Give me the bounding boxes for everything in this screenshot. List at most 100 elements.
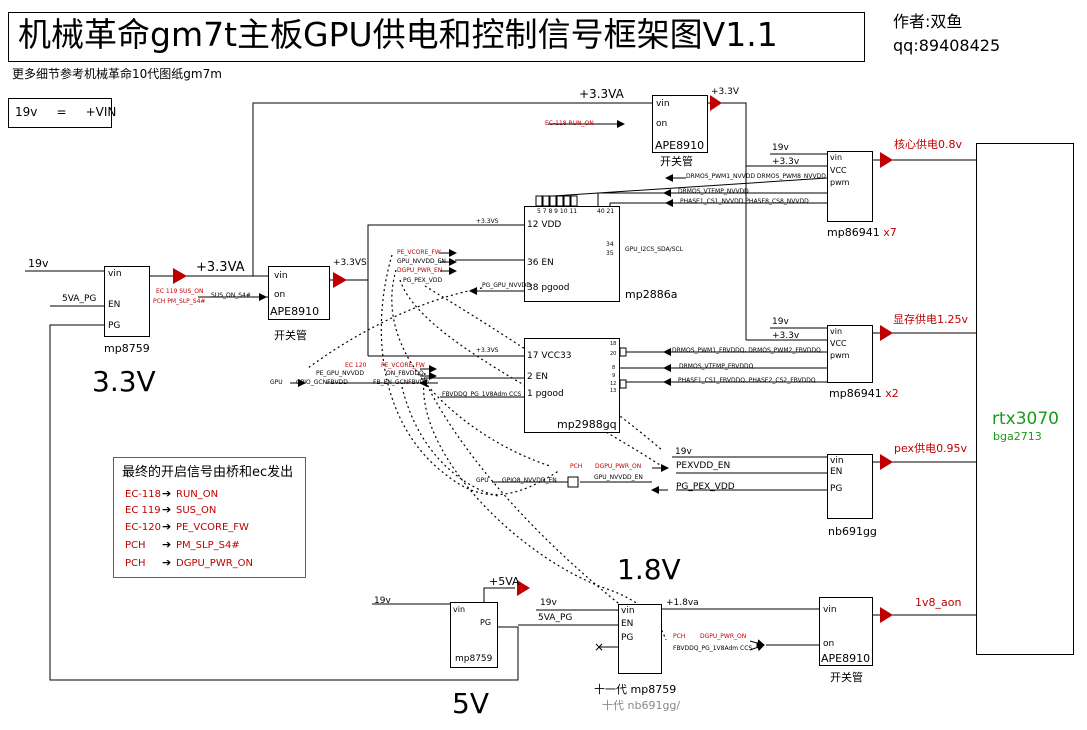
label-5va-pg: 5VA_PG: [538, 613, 573, 623]
chip-name: mp2886a: [625, 288, 678, 301]
label-19v: 19v: [772, 317, 789, 327]
svg-text:×: ×: [594, 640, 604, 654]
label-pexvdd-en: PEXVDD_EN: [676, 461, 731, 471]
pin-vin: vin: [830, 327, 843, 336]
legend-src: PCH: [125, 558, 146, 569]
label-3v3-top: +3.3V: [711, 87, 740, 97]
label-19v-in: 19v: [28, 257, 49, 270]
pin-pwm: pwm: [830, 178, 850, 187]
chip-mp8759-5v: [450, 602, 498, 668]
chip-name: mp2988gq: [557, 418, 617, 431]
label-3v3s-mp2886: +3.3VS: [476, 218, 499, 225]
pin-pgood: 38 pgood: [527, 283, 570, 293]
pin-on: on: [823, 639, 835, 649]
chip-caption: 开关管: [274, 329, 307, 342]
label-pex-0v95: pex供电0.95v: [894, 442, 968, 455]
label-phase-nvvdd: PHASE1_CS1_NVVDD PHASE8_CS8_NVVDD: [680, 198, 809, 205]
label-gpu-nvvdd-en: GPU_NVVDD_EN: [594, 474, 643, 481]
chip-nb691gg: [827, 454, 873, 519]
label-sus-on-s4: SUS_ON_S4#: [211, 292, 251, 299]
label-pch-slp: PCH PM_SLP_S4#: [153, 298, 206, 305]
label-fbvddq-pg: FBVDDQ_PG_1V8Adm CCS: [673, 645, 753, 652]
chip-name: 十一代 mp8759: [594, 683, 677, 696]
pin-vcc: VCC: [830, 339, 847, 348]
chip-name: APE8910: [270, 305, 320, 318]
pin-num: 34: [606, 241, 614, 248]
page-title: 机械革命gm7t主板GPU供电和控制信号框架图V1.1: [18, 15, 778, 54]
pin-vin: vin: [621, 606, 635, 616]
pin-pg: PG: [830, 484, 843, 494]
label-mem-1v25: 显存供电1.25v: [893, 313, 969, 326]
arrow-icon: ➔: [162, 487, 172, 500]
label-drmos-pwm-fbvddq: DRMOS_PWM1_FBVDDQ, DRMOS_PWM2_FBVDDQ: [672, 347, 821, 354]
pin-vin: vin: [108, 269, 122, 279]
chip-mp8759-1v8: [618, 604, 662, 674]
legend-src: EC-120: [125, 522, 161, 533]
chip-alt-name: 十代 nb691gg/: [602, 699, 681, 712]
label-dgpu-pwr-en: DGPU_PWR_EN: [397, 267, 443, 274]
label-fbvddq-pg: FBVDDQ_PG_1V8Adm CCS: [442, 391, 522, 398]
label-5va: +5VA: [489, 575, 520, 588]
legend-dst: PE_VCORE_FW: [176, 522, 249, 533]
pin-pg: PG: [480, 618, 492, 627]
pin-on: on: [656, 119, 668, 129]
legend-src: PCH: [125, 540, 146, 551]
label-5va-pg: 5VA_PG: [62, 294, 97, 304]
pin-row: 5 7 8 9 10 11: [537, 208, 578, 215]
pin-pg: PG: [108, 321, 121, 331]
label-3v3a-top: +3.3VA: [579, 87, 624, 101]
label-core-0v8: 核心供电0.8v: [894, 138, 963, 151]
pin-vdd: 12 VDD: [527, 220, 562, 230]
label-19v: 19v: [540, 598, 557, 608]
arrow-icon: ➔: [162, 556, 172, 569]
gpu-name: rtx3070: [992, 409, 1059, 429]
i2c-note: GPU_I2CS_SDA/SCL: [625, 246, 684, 253]
pin-pwm: pwm: [830, 351, 850, 360]
label-pe-vcore: PE_VCORE_FW: [397, 249, 441, 256]
label-dgpu-pwr-on: DGPU_PWR_ON: [700, 633, 747, 640]
label-gpu: GPU: [270, 379, 283, 386]
rail-1v8-label: 1.8V: [617, 553, 681, 586]
label-pe-gpu-nvvdd: PE_GPU_NVVDD: [316, 370, 365, 377]
label-fb-en: FB_EN_GCNFBVDD: [373, 379, 429, 386]
label-pch: PCH: [570, 463, 583, 470]
label-1v8-aon: 1v8_aon: [915, 596, 962, 609]
legend-dst: SUS_ON: [176, 505, 217, 516]
chip-caption: 开关管: [660, 155, 693, 168]
label-phase-fbvddq: PHASE1_CS1_FBVDDQ, PHASE2_CS2_FBVDDQ: [678, 377, 816, 384]
label-on-fbvddq: ON_FBVDDQ: [386, 370, 424, 377]
legend-dst: DGPU_PWR_ON: [176, 558, 254, 569]
chip-name: APE8910: [821, 652, 871, 665]
chip-mp2886a: [524, 206, 620, 302]
label-19v: 19v: [675, 447, 692, 457]
label-gpu: GPU: [476, 477, 489, 484]
chip-name: APE8910: [655, 139, 705, 152]
pin-en: EN: [621, 619, 634, 629]
vin-note-box: [8, 98, 112, 128]
page-subtitle: 更多细节参考机械革命10代图纸gm7m: [12, 67, 222, 81]
vin-note: 19v = +VIN: [15, 105, 117, 119]
pin-row: 40 21: [597, 208, 615, 215]
pin-vcc33: 17 VCC33: [527, 351, 572, 361]
label-19v: 19v: [374, 596, 391, 606]
gpu-rtx3070: [976, 143, 1074, 655]
chip-ape8910-1v8: [819, 597, 873, 666]
pin-num: 12: [610, 381, 617, 387]
label-gpio-nvvdd-en: GPIO8_NVVDD_EN: [502, 477, 557, 484]
label-drmos-vtemp-nvvdd: DRMOS_VTEMP_NVVDD: [678, 188, 749, 195]
label-pg-pex-vdd: PG_PEX_VDD: [676, 482, 735, 492]
label-pe-vcore-fw: PE_VCORE_FW: [381, 362, 425, 369]
label-gpu-nvvdd-en: GPU_NVVDD_EN: [397, 258, 446, 265]
label-ec118-run: EC-118 RUN_ON: [545, 120, 594, 127]
label-19v: 19v: [772, 143, 789, 153]
label-3v3s: +3.3VS: [333, 258, 367, 268]
legend-src: EC 119: [125, 505, 161, 516]
chip-mp2988gq: [524, 338, 620, 433]
pin-num: 20: [610, 351, 617, 357]
label-ec120: EC 120: [345, 362, 367, 369]
label-gpio-gcnfbvdd: GPIO_GCNFBVDD: [296, 379, 348, 386]
rail-5v-label: 5V: [452, 687, 489, 720]
legend-dst: PM_SLP_S4#: [176, 540, 240, 551]
